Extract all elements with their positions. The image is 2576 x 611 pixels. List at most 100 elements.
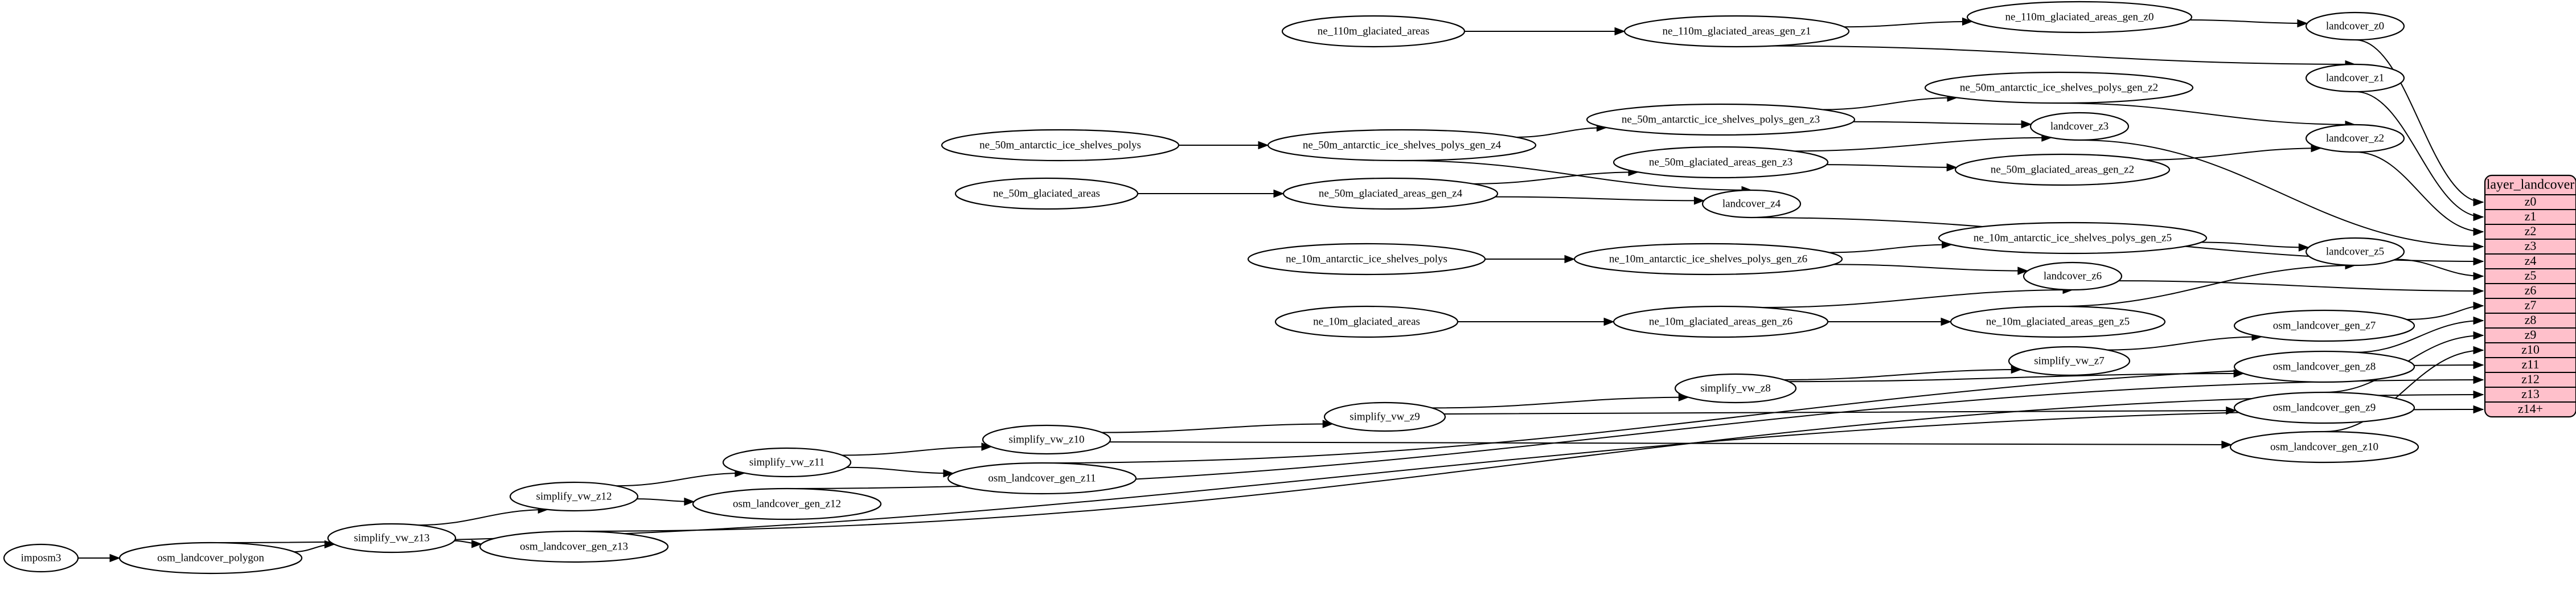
graph-node-osm_landcover_gen_z9[interactable]: osm_landcover_gen_z9	[2233, 391, 2415, 424]
graph-node-simplify_vw_z7[interactable]: simplify_vw_z7	[2008, 346, 2131, 376]
node-ellipse	[1623, 15, 1850, 48]
edge-arrowhead	[2473, 405, 2484, 414]
graph-node-osm_landcover_polygon[interactable]: osm_landcover_polygon	[118, 542, 303, 575]
record-cell-z1[interactable]: z1	[2525, 209, 2537, 223]
node-ellipse	[1586, 103, 1856, 136]
record-cell-z4[interactable]: z4	[2525, 253, 2537, 268]
edge-ne_10m_antarctic_ice_shelves_polys_gen_z6--landcover_z6	[1833, 264, 2028, 272]
edge-arrowhead	[1941, 317, 1952, 326]
record-cell-z5[interactable]: z5	[2525, 268, 2537, 282]
graph-node-landcover_z1[interactable]: landcover_z1	[2305, 63, 2405, 93]
graph-node-ne_110m_glaciated_areas_gen_z1[interactable]: ne_110m_glaciated_areas_gen_z1	[1623, 15, 1850, 48]
edge-arrowhead	[2473, 346, 2484, 355]
node-ellipse	[2029, 112, 2130, 141]
graph-node-ne_50m_antarctic_ice_shelves_polys[interactable]: ne_50m_antarctic_ice_shelves_polys	[941, 129, 1180, 162]
record-cell-z3[interactable]: z3	[2525, 239, 2537, 253]
record-cell-z8[interactable]: z8	[2525, 313, 2537, 327]
record-cell-z0[interactable]: z0	[2525, 194, 2537, 208]
graph-node-ne_10m_glaciated_areas_gen_z5[interactable]: ne_10m_glaciated_areas_gen_z5	[1950, 305, 2166, 338]
graph-node-ne_50m_antarctic_ice_shelves_polys_gen_z3[interactable]: ne_50m_antarctic_ice_shelves_polys_gen_z…	[1586, 103, 1856, 136]
node-label: osm_landcover_gen_z10	[2270, 441, 2378, 453]
graph-node-ne_10m_antarctic_ice_shelves_polys[interactable]: ne_10m_antarctic_ice_shelves_polys	[1247, 243, 1486, 276]
graph-node-ne_50m_glaciated_areas_gen_z4[interactable]: ne_50m_glaciated_areas_gen_z4	[1282, 177, 1499, 210]
graph-node-simplify_vw_z13[interactable]: simplify_vw_z13	[327, 523, 457, 553]
edge-landcover_z5--z5	[2395, 259, 2484, 277]
edge-landcover_z2--z2	[2355, 151, 2484, 232]
edge-arrowhead	[2017, 266, 2029, 275]
graph-node-simplify_vw_z10[interactable]: simplify_vw_z10	[982, 424, 1111, 455]
edge-ne_50m_glaciated_areas_gen_z2--landcover_z2	[2144, 147, 2321, 161]
node-ellipse	[1950, 305, 2166, 338]
graph-node-landcover_z2[interactable]: landcover_z2	[2305, 124, 2405, 153]
node-label: ne_50m_glaciated_areas	[993, 187, 1100, 199]
graph-node-simplify_vw_z8[interactable]: simplify_vw_z8	[1674, 373, 1797, 404]
node-label: ne_10m_antarctic_ice_shelves_polys_gen_z…	[1974, 232, 2172, 244]
record-cell-z10[interactable]: z10	[2521, 342, 2540, 356]
edge-ne_110m_glaciated_areas_gen_z0--landcover_z0	[2189, 19, 2307, 24]
graph-node-osm_landcover_gen_z11[interactable]: osm_landcover_gen_z11	[947, 462, 1137, 495]
graph-node-landcover_z3[interactable]: landcover_z3	[2029, 112, 2130, 141]
graph-node-osm_landcover_gen_z7[interactable]: osm_landcover_gen_z7	[2233, 309, 2415, 342]
edge-arrowhead	[1564, 255, 1576, 264]
edge-ne_50m_glaciated_areas_gen_z3--landcover_z3	[1794, 137, 2052, 152]
edge-osm_landcover_gen_z7--z7	[2406, 305, 2484, 321]
graph-node-simplify_vw_z11[interactable]: simplify_vw_z11	[722, 447, 852, 478]
node-ellipse	[1247, 243, 1486, 276]
graph-node-osm_landcover_gen_z10[interactable]: osm_landcover_gen_z10	[2229, 430, 2419, 464]
graph-node-ne_50m_glaciated_areas[interactable]: ne_50m_glaciated_areas	[954, 177, 1139, 210]
edge-landcover_z0--z0	[2355, 39, 2484, 203]
node-ellipse	[1674, 373, 1797, 404]
node-ellipse	[2233, 391, 2415, 424]
node-ellipse	[509, 481, 639, 512]
record-cell-z13[interactable]: z13	[2521, 387, 2540, 401]
graph-node-landcover_z0[interactable]: landcover_z0	[2305, 11, 2405, 41]
edge-simplify_vw_z8--simplify_vw_z7	[1783, 369, 2021, 380]
node-ellipse	[1966, 1, 2193, 34]
graph-node-simplify_vw_z12[interactable]: simplify_vw_z12	[509, 481, 639, 512]
graph-node-ne_110m_glaciated_areas[interactable]: ne_110m_glaciated_areas	[1281, 15, 1466, 48]
record-cell-z9[interactable]: z9	[2525, 327, 2537, 342]
graph-node-ne_10m_glaciated_areas[interactable]: ne_10m_glaciated_areas	[1274, 305, 1459, 338]
graph-node-ne_10m_antarctic_ice_shelves_polys_gen_z5[interactable]: ne_10m_antarctic_ice_shelves_polys_gen_z…	[1938, 222, 2208, 255]
graph-node-landcover_z4[interactable]: landcover_z4	[1701, 189, 1802, 219]
node-label: osm_landcover_gen_z12	[733, 498, 841, 510]
graph-node-osm_landcover_gen_z12[interactable]: osm_landcover_gen_z12	[692, 487, 882, 520]
record-outline	[2484, 174, 2576, 418]
edge-simplify_vw_z13--simplify_vw_z12	[417, 509, 548, 526]
record-node-layer-landcover[interactable]: layer_landcoverz0z1z2z3z4z5z6z7z8z9z10z1…	[2484, 174, 2576, 418]
record-cell-z6[interactable]: z6	[2525, 283, 2537, 297]
edge-ne_110m_glaciated_areas_gen_z1--ne_110m_glaciated_areas_gen_z0	[1844, 20, 1972, 28]
edge-osm_landcover_gen_z8--z8	[2355, 320, 2484, 353]
graph-node-ne_110m_glaciated_areas_gen_z0[interactable]: ne_110m_glaciated_areas_gen_z0	[1966, 1, 2193, 34]
graph-node-ne_50m_antarctic_ice_shelves_polys_gen_z2[interactable]: ne_50m_antarctic_ice_shelves_polys_gen_z…	[1924, 71, 2194, 104]
node-ellipse	[2233, 309, 2415, 342]
graph-node-ne_10m_antarctic_ice_shelves_polys_gen_z6[interactable]: ne_10m_antarctic_ice_shelves_polys_gen_z…	[1573, 243, 1843, 276]
edge-landcover_z3--z3	[2079, 140, 2484, 247]
record-node-layer: layer_landcoverz0z1z2z3z4z5z6z7z8z9z10z1…	[2484, 174, 2576, 418]
record-cell-z12[interactable]: z12	[2521, 372, 2540, 386]
graph-node-landcover_z5[interactable]: landcover_z5	[2305, 237, 2405, 266]
graph-node-osm_landcover_gen_z13[interactable]: osm_landcover_gen_z13	[479, 530, 669, 563]
node-label: ne_50m_antarctic_ice_shelves_polys_gen_z…	[1622, 113, 1820, 125]
node-label: ne_110m_glaciated_areas	[1318, 25, 1430, 37]
edge-osm_landcover_gen_z13--z13	[573, 394, 2484, 532]
record-cell-z7[interactable]: z7	[2525, 298, 2537, 312]
graph-node-ne_50m_antarctic_ice_shelves_polys_gen_z4[interactable]: ne_50m_antarctic_ice_shelves_polys_gen_z…	[1267, 129, 1537, 162]
node-ellipse	[954, 177, 1139, 210]
record-cell-z11[interactable]: z11	[2522, 357, 2540, 371]
record-cell-z14+[interactable]: z14+	[2518, 401, 2543, 416]
graph-node-osm_landcover_gen_z8[interactable]: osm_landcover_gen_z8	[2233, 350, 2415, 383]
graph-node-ne_50m_glaciated_areas_gen_z3[interactable]: ne_50m_glaciated_areas_gen_z3	[1613, 146, 1829, 179]
graph-node-landcover_z6[interactable]: landcover_z6	[2023, 261, 2123, 291]
graph-node-imposm3[interactable]: imposm3	[3, 543, 79, 573]
graph-node-simplify_vw_z9[interactable]: simplify_vw_z9	[1323, 401, 1446, 432]
node-ellipse	[1613, 146, 1829, 179]
node-ellipse	[2305, 124, 2405, 153]
node-ellipse	[1323, 401, 1446, 432]
record-cell-z2[interactable]: z2	[2525, 224, 2537, 238]
node-label: ne_110m_glaciated_areas_gen_z1	[1663, 25, 1811, 37]
node-ellipse	[2305, 237, 2405, 266]
graph-node-ne_50m_glaciated_areas_gen_z2[interactable]: ne_50m_glaciated_areas_gen_z2	[1954, 153, 2171, 186]
edge-arrowhead	[2473, 227, 2484, 236]
graph-node-ne_10m_glaciated_areas_gen_z6[interactable]: ne_10m_glaciated_areas_gen_z6	[1613, 305, 1829, 338]
